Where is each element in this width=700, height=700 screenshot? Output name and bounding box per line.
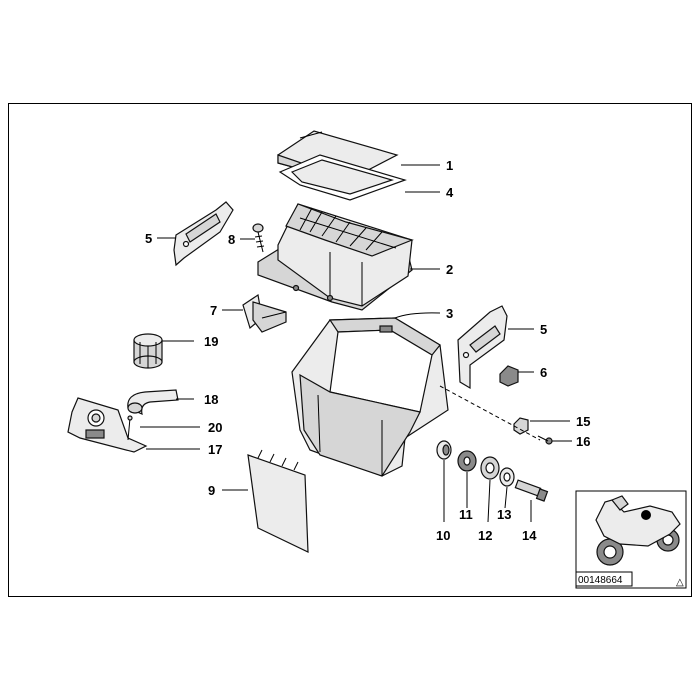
part-bolt-15 xyxy=(513,417,529,435)
part-clip xyxy=(242,293,287,333)
part-nut xyxy=(499,365,519,387)
callout-4: 4 xyxy=(446,185,454,200)
part-bolt-14 xyxy=(514,479,549,502)
location-marker xyxy=(641,510,651,520)
part-washer-11 xyxy=(457,450,477,472)
callout-6: 6 xyxy=(540,365,547,380)
callout-18: 19 xyxy=(204,334,218,349)
part-gasket xyxy=(278,154,407,201)
callout-11: 11 xyxy=(459,507,473,522)
callout-9: 9 xyxy=(208,483,215,498)
part-holder xyxy=(67,397,148,453)
part-washer-13 xyxy=(499,467,515,487)
part-grommet-10 xyxy=(436,440,452,460)
diagram-frame xyxy=(8,103,692,597)
callout-10: 10 xyxy=(436,528,450,543)
corner-mark: △ xyxy=(676,577,684,588)
callout-12: 12 xyxy=(478,528,492,543)
leader-lines xyxy=(140,164,572,523)
reference-number: 00148664 xyxy=(578,575,623,586)
part-knob xyxy=(133,333,163,369)
callout-16: 16 xyxy=(576,434,590,449)
callout-5-left: 5 xyxy=(145,231,152,246)
part-cover-plate xyxy=(247,449,309,553)
part-battery-tray xyxy=(257,203,414,311)
callout-14: 14 xyxy=(522,528,537,543)
callout-15: 15 xyxy=(576,414,590,429)
callout-19: 17 xyxy=(208,442,222,457)
callout-20: 20 xyxy=(208,420,222,435)
callout-13: 13 xyxy=(497,507,511,522)
part-bracket-right xyxy=(457,305,508,390)
callout-17: 18 xyxy=(204,392,218,407)
part-screw-8 xyxy=(252,223,265,253)
part-housing xyxy=(291,317,449,477)
part-screw-16 xyxy=(537,435,553,445)
callout-3: 3 xyxy=(446,306,453,321)
callout-5-right: 5 xyxy=(540,322,547,337)
part-bracket-left xyxy=(173,201,234,267)
callout-2: 2 xyxy=(446,262,453,277)
callout-7: 7 xyxy=(210,303,217,318)
callout-1: 1 xyxy=(446,158,453,173)
part-pin xyxy=(127,415,133,441)
part-strap xyxy=(127,389,179,416)
callout-8: 8 xyxy=(228,232,235,247)
part-washer-12 xyxy=(480,456,500,480)
callout-labels: 1 4 2 3 5 6 15 16 10 11 12 13 14 5 8 7 1… xyxy=(145,158,590,543)
inset-motorcycle-thumbnail: 00148664 △ xyxy=(575,490,687,589)
